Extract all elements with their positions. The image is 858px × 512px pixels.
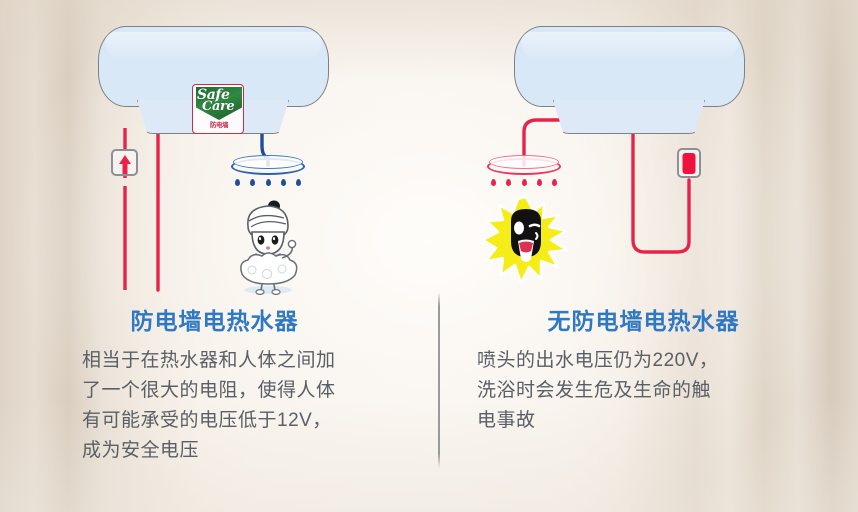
right-body-text: 喷头的出水电压仍为220V， 洗浴时会发生危及生命的触 电事故 bbox=[477, 350, 719, 431]
badge-word-safe: Safe bbox=[197, 87, 230, 103]
panel-divider bbox=[438, 292, 440, 468]
badge-ribbon-label: 防电墙 bbox=[210, 122, 228, 129]
heater-tank bbox=[98, 26, 329, 107]
right-caption: 无防电墙电热水器 bbox=[429, 302, 858, 336]
panel-with-anti-electric-wall: Safe Care 防电墙 bbox=[0, 26, 429, 466]
arrow-up-icon bbox=[118, 155, 131, 164]
plug-body bbox=[682, 153, 696, 174]
power-plug-icon bbox=[677, 148, 701, 178]
bathing-person-icon bbox=[240, 200, 298, 295]
left-caption-body-wrap: 相当于在热水器和人体之间加 了一个很大的电阻，使得人体 有可能承受的电压低于12… bbox=[0, 346, 429, 466]
heater-tank bbox=[514, 26, 745, 107]
left-caption: 防电墙电热水器 bbox=[0, 302, 429, 336]
water-drops bbox=[491, 179, 557, 186]
right-wiring-diagram bbox=[522, 116, 691, 254]
electrocuted-person-icon bbox=[481, 195, 569, 285]
left-title: 防电墙电热水器 bbox=[130, 308, 299, 334]
safe-care-wordmark: Safe Care bbox=[193, 86, 239, 119]
badge-word-care: Care bbox=[202, 99, 235, 114]
shower-head-icon bbox=[231, 152, 305, 192]
water-drops bbox=[235, 179, 301, 186]
safe-care-badge: Safe Care 防电墙 bbox=[192, 84, 244, 134]
right-caption-body-wrap: 喷头的出水电压仍为220V， 洗浴时会发生危及生命的触 电事故 bbox=[429, 346, 858, 436]
right-title: 无防电墙电热水器 bbox=[547, 308, 740, 334]
shower-disc-highlight bbox=[489, 155, 559, 169]
left-body-text: 相当于在热水器和人体之间加 了一个很大的电阻，使得人体 有可能承受的电压低于12… bbox=[82, 350, 336, 461]
shower-head-icon bbox=[487, 152, 561, 192]
heater-base bbox=[553, 100, 705, 134]
panel-without-anti-electric-wall: 无防电墙电热水器 喷头的出水电压仍为220V， 洗浴时会发生危及生命的触 电事故 bbox=[429, 0, 858, 512]
arrow-stem bbox=[122, 163, 127, 174]
shower-disc-highlight bbox=[233, 155, 303, 169]
socket-up-arrow-icon bbox=[111, 149, 138, 176]
